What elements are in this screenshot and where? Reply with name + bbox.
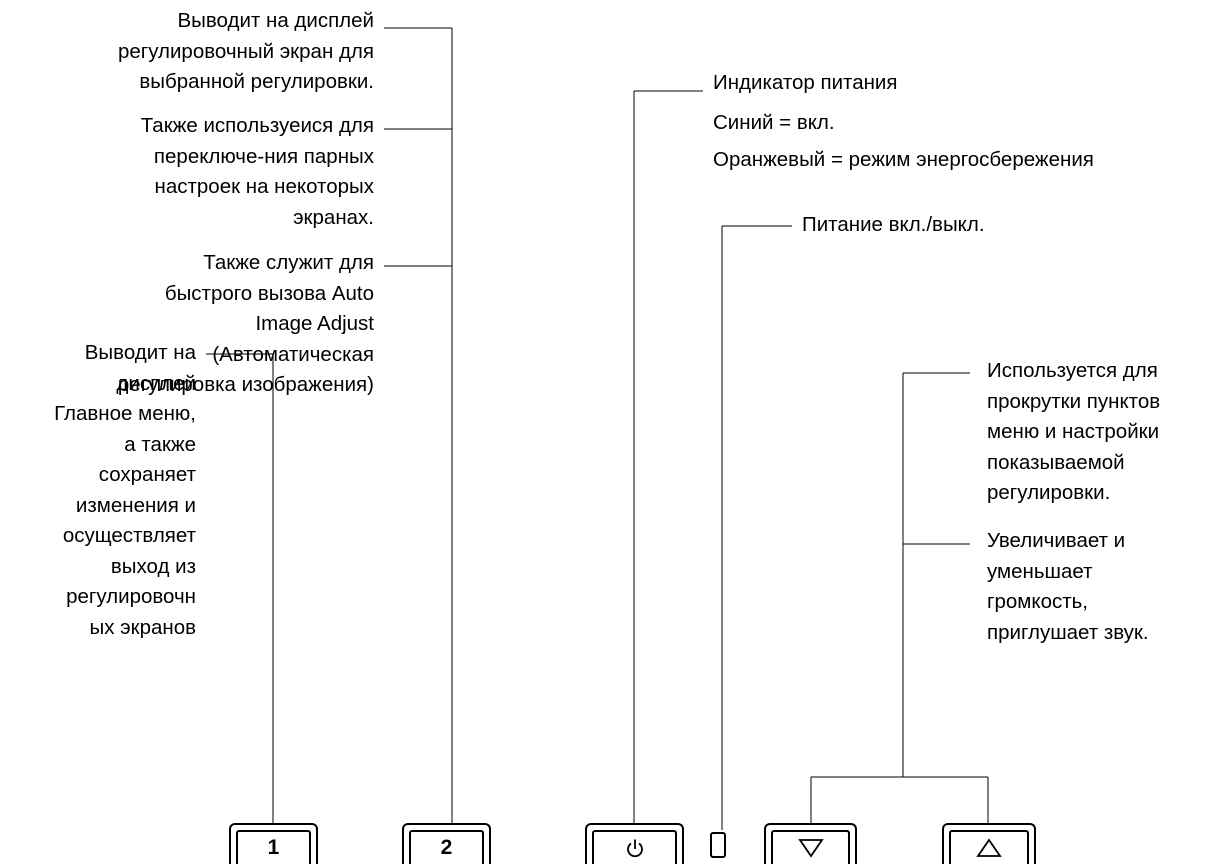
label-scroll: Используется для прокрутки пунктов меню … [987,359,1161,504]
button-2[interactable]: 2 [402,823,491,864]
label-toggle-pairs: Также используеися для переключе-ния пар… [140,114,374,229]
label-select-adjust-screen: Выводит на дисплей регулировочный экран … [117,9,374,93]
label-power-indicator: Индикатор питания [713,71,898,94]
power-button[interactable] [585,823,684,864]
down-button[interactable] [764,823,857,864]
button-2-label: 2 [440,836,453,859]
label-power-button: Питание вкл./выкл. [802,213,985,236]
up-triangle-icon [976,838,1002,857]
power-indicator-led [710,832,726,858]
label-power-orange: Оранжевый = режим энергосбережения [713,148,1094,171]
label-auto-image-adjust: Также служит для быстрого вызова Auto Im… [117,251,374,396]
up-button[interactable] [942,823,1036,864]
power-icon [626,839,643,858]
label-main-menu: Выводит на дисплей Главное меню, а также… [54,341,196,639]
label-power-blue: Синий = вкл. [713,111,835,134]
label-volume: Увеличивает и уменьшает громкость, пригл… [987,529,1149,644]
down-triangle-icon [797,839,824,858]
button-1[interactable]: 1 [229,823,318,864]
button-1-label: 1 [267,836,280,859]
